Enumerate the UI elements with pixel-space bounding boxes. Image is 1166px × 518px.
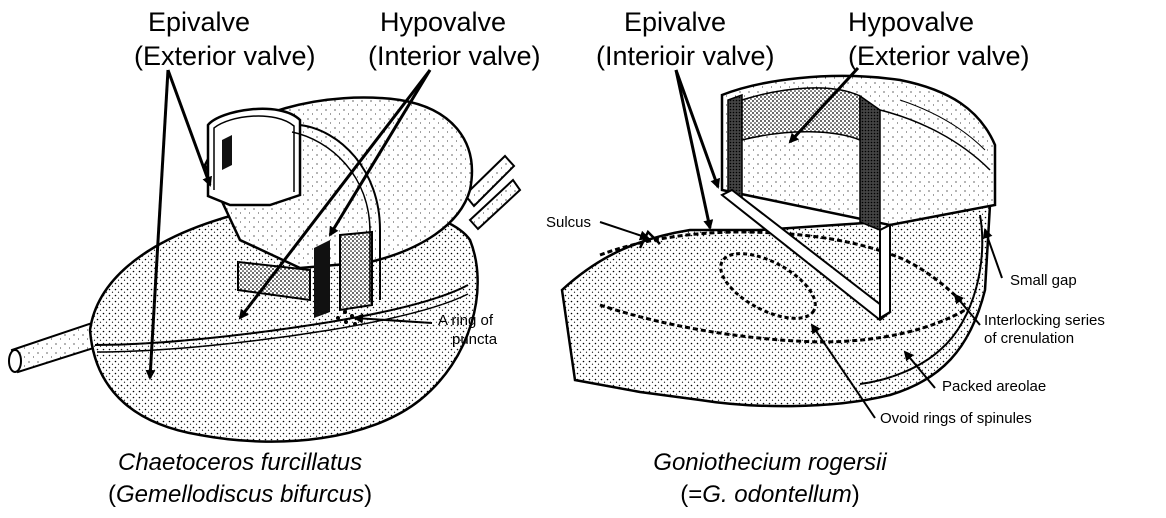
right-hypovalve-note: (Exterior valve) <box>848 40 1030 72</box>
right-epivalve-note: (Interioir valve) <box>596 40 775 72</box>
right-caption-synonym: (=G. odontellum) <box>650 480 890 510</box>
ring-of-puncta-label-2: puncta <box>452 331 497 349</box>
right-hypovalve-label: Hypovalve <box>848 6 974 38</box>
left-caption-species: Chaetoceros furcillatus <box>118 448 358 478</box>
goniothecium-specimen <box>562 76 995 406</box>
packed-areolae-label: Packed areolae <box>942 378 1046 396</box>
interlocking-label-2: of crenulation <box>984 330 1074 348</box>
left-hypovalve-label: Hypovalve <box>380 6 506 38</box>
right-epivalve-label: Epivalve <box>624 6 726 38</box>
chaetoceros-specimen <box>9 98 520 442</box>
epivalve-arrow-1 <box>168 70 210 185</box>
left-caption-synonym: (Gemellodiscus bifurcus) <box>108 480 368 510</box>
ovoid-rings-label: Ovoid rings of spinules <box>880 410 1032 428</box>
sulcus-label: Sulcus <box>546 214 591 232</box>
small-gap-label: Small gap <box>1010 272 1077 290</box>
right-caption-species: Goniothecium rogersii <box>650 448 890 478</box>
interlocking-label-1: Interlocking series <box>984 312 1105 330</box>
left-hypovalve-note: (Interior valve) <box>368 40 541 72</box>
ring-of-puncta-label-1: A ring of <box>438 312 493 330</box>
left-epivalve-note: (Exterior valve) <box>134 40 316 72</box>
left-epivalve-label: Epivalve <box>148 6 250 38</box>
sulcus-arrow <box>600 222 648 238</box>
left-seta <box>12 322 100 372</box>
